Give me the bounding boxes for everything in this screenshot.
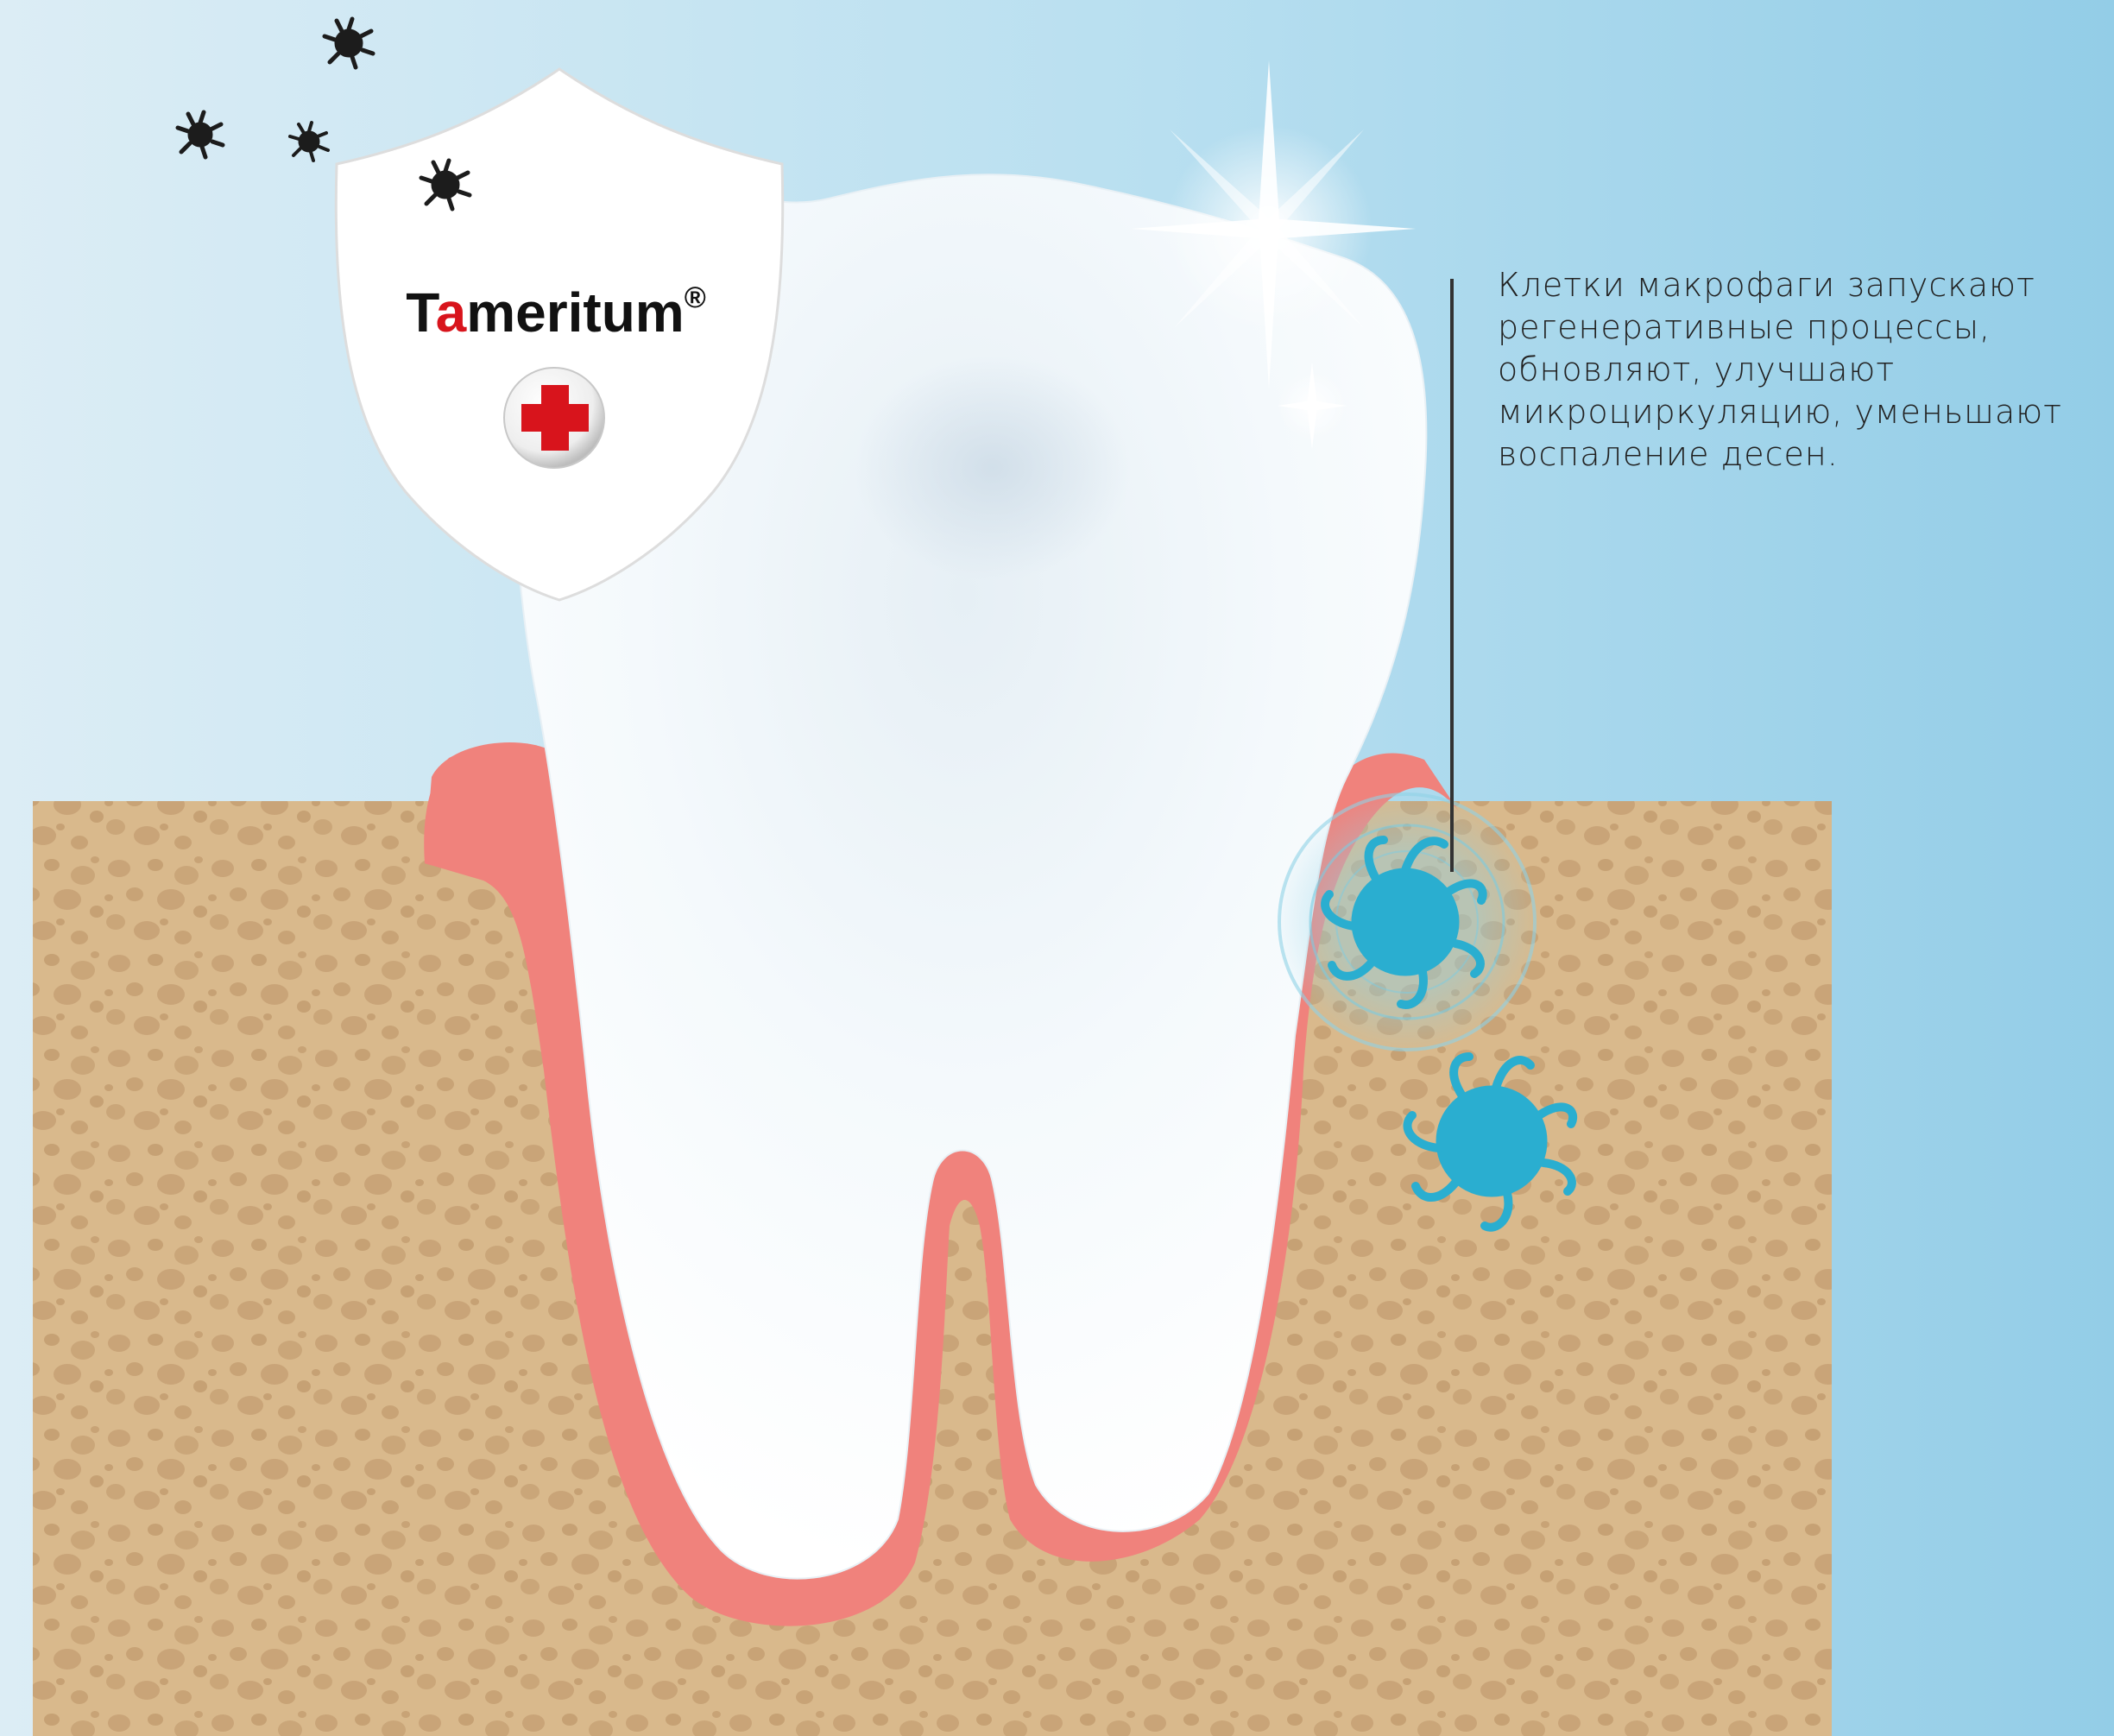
brand-logo: Tameritum® [331, 268, 780, 343]
caption-line: воспаление десен. [1498, 433, 2102, 476]
caption-line: Клетки макрофаги запускают [1498, 264, 2102, 306]
tooth-shading [716, 311, 1269, 760]
caption-line: обновляют, улучшают [1498, 349, 2102, 391]
brand-letter-first: T [406, 281, 435, 344]
registered-mark: ® [685, 281, 706, 314]
red-cross-icon [504, 368, 604, 468]
caption-line: регенеративные процессы, [1498, 306, 2102, 349]
callout-caption: Клетки макрофаги запускают регенеративны… [1498, 264, 2102, 476]
brand-name-rest: meritum [466, 281, 685, 344]
caption-line: микроциркуляцию, уменьшают [1498, 391, 2102, 433]
brand-letter-accent: a [436, 281, 467, 344]
